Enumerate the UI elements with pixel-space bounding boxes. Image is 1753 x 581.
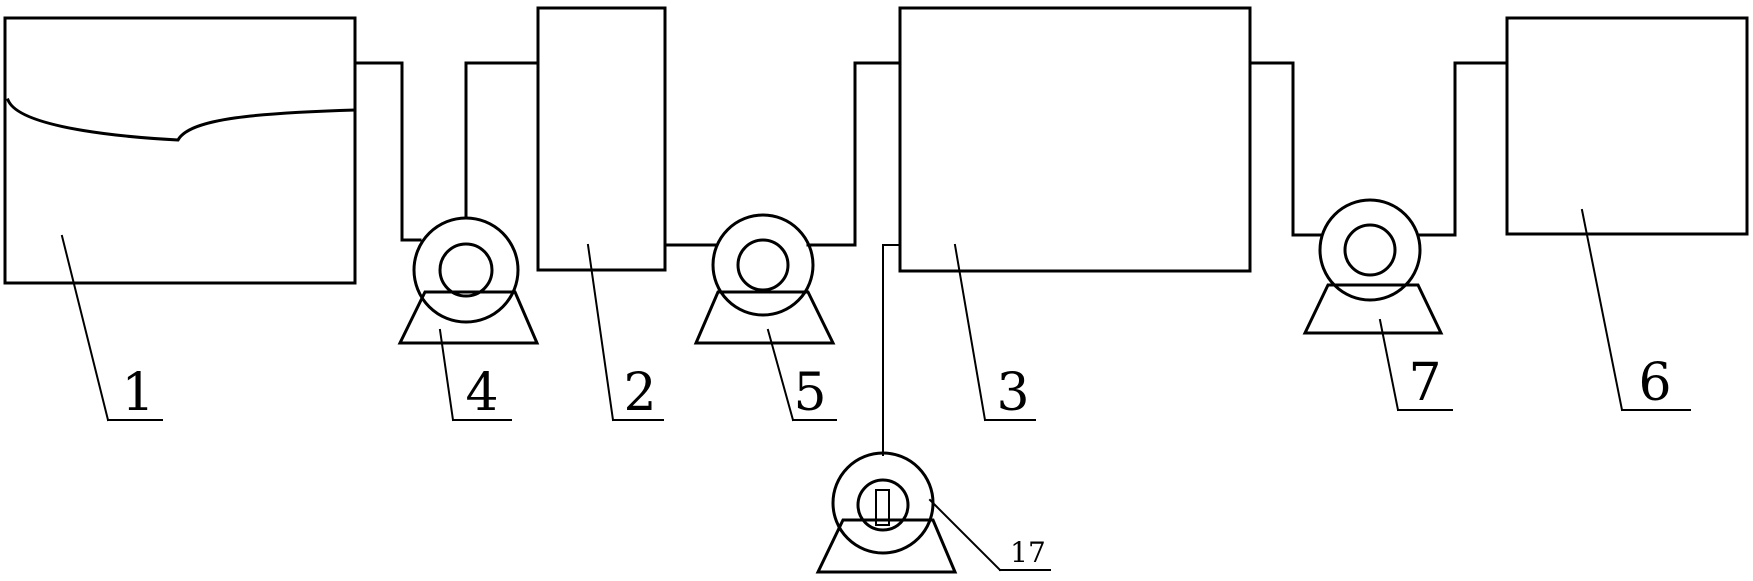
pump-5-label: 5 [793,363,826,423]
pipe-tank3-pump7-tank6 [1248,61,1509,237]
tank-6-leader-line [1580,208,1624,412]
pipe-tank2-pump5-tank3 [663,61,902,247]
tank-6-label: 6 [1638,353,1671,413]
pump-17-housing [831,451,935,555]
pump-17-shaft [875,489,890,526]
pump-7-housing [1318,198,1422,302]
pipe-tank1-to-pump4 [353,61,422,242]
pump-17: 17 [815,451,1051,574]
pump-4-leader-line [438,328,455,422]
tank-3: 3 [898,6,1252,423]
tank-1: 1 [3,16,357,423]
pump-17-label: 17 [1010,536,1046,569]
pump-4-impeller [438,242,494,298]
tank-1-liquid-level [6,98,357,142]
pipe-tank1-pump4-tank2 [353,61,540,242]
tank-3-leader-line [953,243,987,422]
tank-6-body [1505,16,1749,236]
tank-2: 2 [536,6,667,423]
tank-6: 6 [1505,16,1749,413]
pump-5-housing [711,213,815,317]
pump-4-housing [412,216,520,324]
pipe-pump7-to-tank6 [1416,61,1509,237]
pump-7-impeller [1343,223,1397,277]
pump-7-label: 7 [1408,353,1441,413]
pump-17-impeller [856,478,910,532]
tank-3-label: 3 [996,363,1029,423]
tank-2-body [536,6,667,272]
pump-7: 7 [1302,198,1453,413]
pipe-pump5-to-tank3 [806,61,902,247]
pipe-pump17-to-tank3 [882,244,901,456]
tank-2-label: 2 [623,363,656,423]
tank-1-body [3,16,357,285]
tank-1-label: 1 [121,363,154,423]
pump-7-leader-line [1378,318,1400,412]
pipe-pump4-to-tank2 [464,61,540,220]
pump-5-impeller [736,238,790,292]
pump-17-leader-line [928,498,1002,572]
pipe-tank3-to-pump7 [1248,61,1322,237]
tank-2-leader-line [586,243,615,422]
pump-7-base [1302,283,1444,335]
pump-4-base [397,290,540,345]
pump-4: 4 [397,216,540,423]
pump-5-leader-line [766,328,795,422]
tank-3-body [898,6,1252,273]
pump-4-label: 4 [465,363,498,423]
pipe-pump17-tank3 [882,244,901,456]
tank-1-leader-line [60,234,110,422]
pump-5-base [693,290,836,345]
pump-5: 5 [693,213,837,423]
